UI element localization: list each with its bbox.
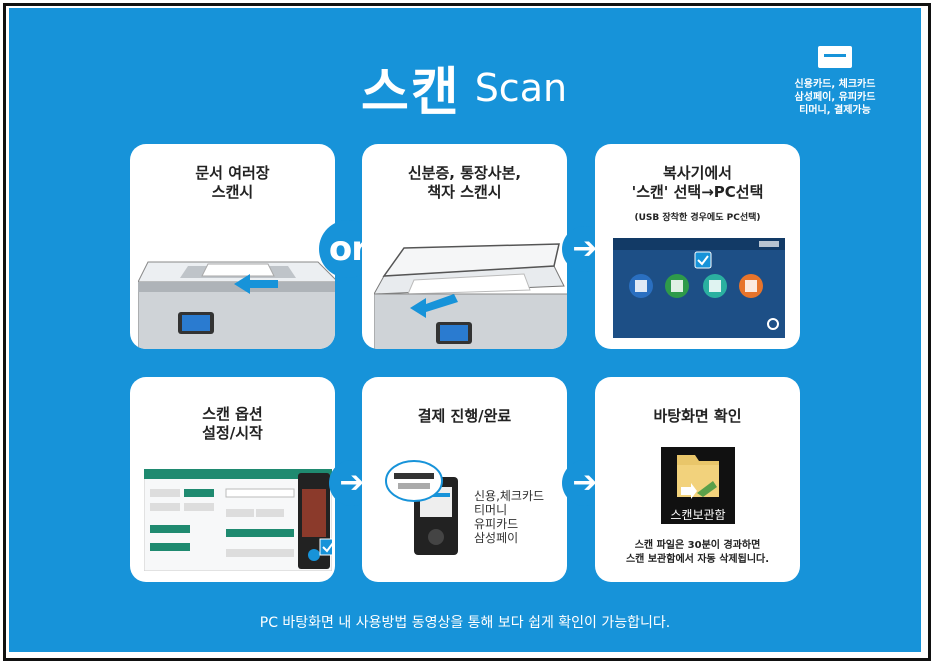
- scan-guide-poster: 스캔 Scan 신용카드, 체크카드 삼성페이, 유피카드 티머니, 결제가능 문…: [9, 8, 921, 652]
- printer-adf-icon: [138, 261, 335, 349]
- title-korean: 스캔: [361, 63, 461, 123]
- step-title: 결제 진행/완료: [417, 407, 512, 425]
- card-icon: [818, 46, 852, 68]
- title-english: Scan: [474, 65, 568, 110]
- step-panel-desktop: 바탕화면 확인 스캔보관함 스캔 파일은 30분이 경과하면 스캔 보관함에서 …: [595, 377, 800, 582]
- settings-screen-icon: [144, 469, 332, 571]
- payment-line: 신용카드, 체크카드: [794, 79, 876, 90]
- step-panel-payment: 결제 진행/완료 신용,체크카드 티머니 유피카드 삼성페이: [362, 377, 567, 582]
- auto-delete-note: 스캔 파일은 30분이 경과하면 스캔 보관함에서 자동 삭제됩니다.: [625, 540, 770, 565]
- payment-line: 삼성페이, 유피카드: [794, 92, 876, 103]
- card-reader-icon: [385, 460, 458, 555]
- payment-info: 신용카드, 체크카드 삼성페이, 유피카드 티머니, 결제가능: [775, 46, 895, 117]
- desktop-folder-label: 스캔보관함: [661, 505, 735, 524]
- printer-flatbed-icon: [374, 243, 567, 349]
- step-subtitle: (USB 장착한 경우에도 PC선택): [634, 213, 761, 223]
- footer-note: PC 바탕화면 내 사용방법 동영상을 통해 보다 쉽게 확인이 가능합니다.: [259, 615, 671, 631]
- folder-icon: [661, 447, 735, 505]
- step-panel-select-scan: 복사기에서'스캔' 선택→PC선택 (USB 장착한 경우에도 PC선택): [595, 144, 800, 349]
- step-title: 복사기에서'스캔' 선택→PC선택: [631, 164, 764, 201]
- step-title: 바탕화면 확인: [653, 407, 742, 425]
- step-title: 신분증, 통장사본,책자 스캔시: [407, 164, 522, 201]
- payment-line: 티머니, 결제가능: [799, 105, 871, 116]
- step-panel-id-scan: 신분증, 통장사본,책자 스캔시: [362, 144, 567, 349]
- page-title: 스캔 Scan: [361, 50, 568, 123]
- payment-methods: 신용,체크카드 티머니 유피카드 삼성페이: [474, 489, 545, 545]
- copier-screen-icon: [613, 238, 785, 338]
